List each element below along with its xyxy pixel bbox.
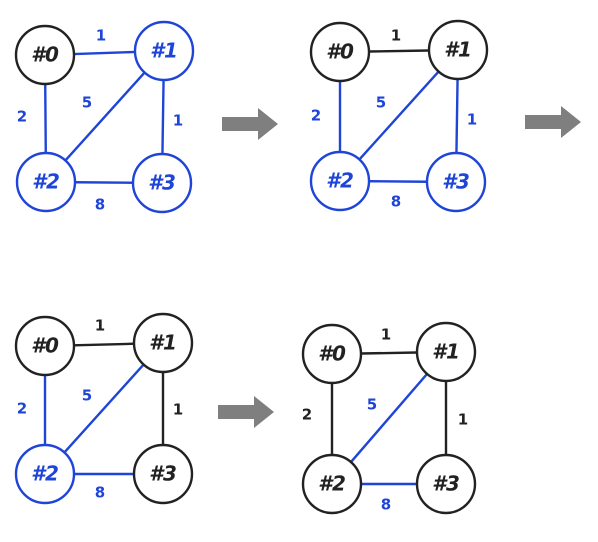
edge-weight-0-2: 2 — [17, 400, 27, 418]
node-1-circle — [132, 312, 194, 374]
node-2-label: #2 — [31, 462, 59, 486]
edge-2-3 — [367, 180, 429, 183]
node-0-circle — [14, 315, 76, 377]
edge-1-3 — [455, 77, 459, 155]
graph-step-3: 1 2 5 1 8 #0 #1 #2 #3 — [14, 312, 194, 505]
edge-0-1 — [72, 50, 137, 56]
edge-weight-0-1: 1 — [381, 326, 391, 344]
node-2-circle — [15, 151, 77, 213]
node-0-label: #0 — [326, 40, 354, 64]
graph-step-4: 1 2 5 1 8 #0 #1 #2 #3 — [301, 321, 477, 515]
edge-weight-0-1: 1 — [391, 27, 401, 45]
edge-0-1 — [359, 351, 419, 355]
edge-weight-1-2: 5 — [367, 396, 377, 414]
edge-2-3 — [73, 181, 135, 184]
graph-step-1: 1 2 5 1 8 #0 #1 #2 #3 — [14, 20, 195, 214]
edge-weight-2-3: 8 — [381, 496, 391, 514]
edge-0-2 — [44, 82, 47, 155]
edge-1-2 — [358, 70, 440, 161]
edge-weight-0-2: 2 — [17, 108, 27, 126]
graph-step-2: 1 2 5 1 8 #0 #1 #2 #3 — [309, 19, 489, 213]
edge-weight-1-3: 1 — [173, 112, 183, 130]
node-2-circle — [309, 150, 371, 212]
node-3-label: #3 — [442, 170, 470, 194]
edge-weight-1-3: 1 — [458, 411, 468, 429]
node-3-label: #3 — [149, 462, 177, 486]
step-arrow-2 — [525, 106, 581, 138]
edge-weight-0-1: 1 — [96, 27, 106, 45]
edge-1-2 — [64, 71, 146, 162]
edge-weight-0-1: 1 — [95, 317, 105, 335]
node-0-circle — [301, 323, 363, 385]
node-3-circle — [131, 152, 193, 214]
node-0-label: #0 — [318, 342, 346, 366]
node-2-circle — [14, 443, 76, 505]
node-0-label: #0 — [31, 43, 59, 67]
node-1-label: #1 — [444, 38, 472, 62]
edge-weight-1-3: 1 — [467, 111, 477, 129]
node-3-label: #3 — [148, 171, 176, 195]
node-0-label: #0 — [31, 334, 59, 358]
node-3-label: #3 — [432, 472, 460, 496]
node-3-circle — [425, 151, 487, 213]
node-3-circle — [132, 443, 194, 505]
node-1-circle — [415, 321, 477, 383]
edge-weight-1-2: 5 — [82, 387, 92, 405]
edge-1-2 — [63, 363, 145, 454]
edge-weight-1-2: 5 — [82, 94, 92, 112]
edge-weight-2-3: 8 — [95, 484, 105, 502]
edge-weight-0-2: 2 — [311, 107, 321, 125]
edge-0-1 — [72, 342, 136, 347]
edge-weight-0-2: 2 — [302, 406, 312, 424]
node-0-circle — [14, 24, 76, 86]
node-1-label: #1 — [150, 39, 178, 63]
node-1-circle — [427, 19, 489, 81]
edge-0-1 — [367, 49, 431, 53]
step-arrow-1 — [222, 108, 278, 140]
edge-1-3 — [161, 78, 165, 156]
node-1-circle — [133, 20, 195, 82]
step-arrow-3 — [218, 396, 274, 428]
edge-weight-1-2: 5 — [376, 94, 386, 112]
node-3-circle — [415, 453, 477, 515]
node-2-label: #2 — [32, 170, 60, 194]
edge-weight-1-3: 1 — [173, 401, 183, 419]
edge-weight-2-3: 8 — [391, 193, 401, 211]
node-2-label: #2 — [318, 472, 346, 496]
node-0-circle — [309, 21, 371, 83]
edge-1-2 — [349, 372, 429, 464]
edge-weight-2-3: 8 — [95, 196, 105, 214]
node-2-circle — [301, 453, 363, 515]
node-1-label: #1 — [149, 331, 177, 355]
node-1-label: #1 — [432, 340, 460, 364]
node-2-label: #2 — [326, 169, 354, 193]
